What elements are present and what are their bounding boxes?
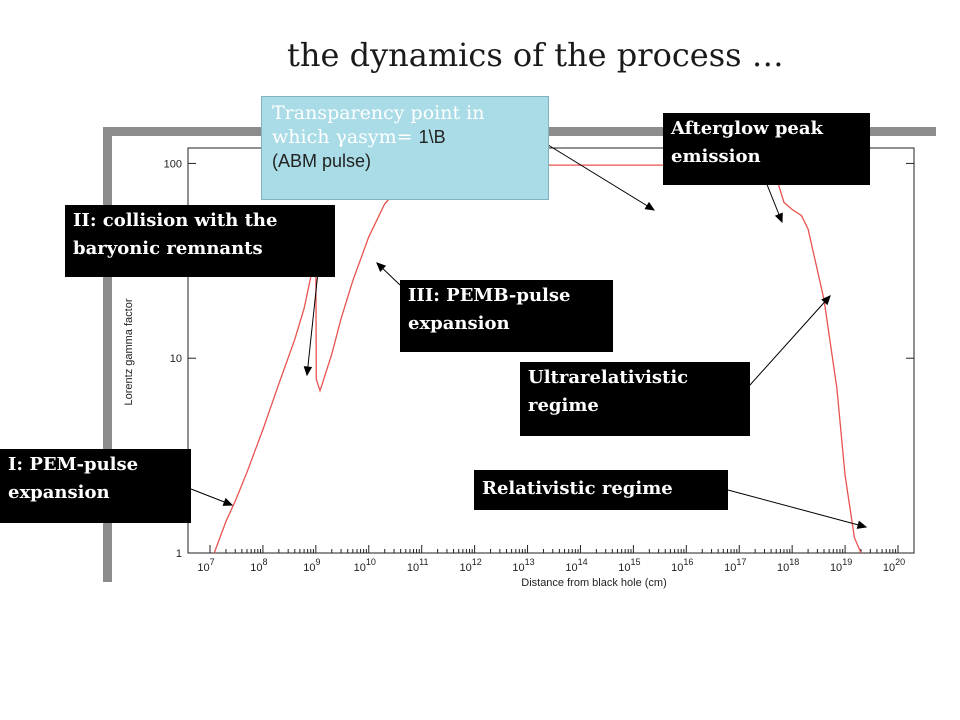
x-tick-label: 1017 (724, 557, 746, 574)
pemb-line1: III: PEMB-pulse (408, 285, 571, 306)
pem-line1: I: PEM-pulse (8, 454, 139, 475)
relativistic-line1: Relativistic regime (482, 478, 673, 499)
arrow-collision-head (303, 366, 313, 377)
ultrarel-line2: regime (528, 395, 599, 416)
afterglow-line2: emission (671, 146, 761, 167)
x-tick-label: 1016 (671, 557, 693, 574)
y-axis-label: Lorentz gamma factor (123, 298, 135, 405)
x-tick-label: 1019 (830, 557, 852, 574)
arrow-transparency-head (644, 201, 656, 211)
arrow-collision (306, 271, 319, 376)
x-tick-label: 1020 (883, 557, 905, 574)
collision-line2: baryonic remnants (73, 238, 263, 259)
x-tick-label: 1014 (565, 557, 587, 574)
annotation-pemb: III: PEMB-pulse expansion (400, 280, 613, 352)
y-tick-label: 100 (164, 158, 182, 170)
arrow-relativistic-head (856, 520, 868, 529)
annotation-pem: I: PEM-pulse expansion (0, 449, 191, 523)
x-ticks: 107 108 109 1010 1011 1012 1013 1014 1015 1016 101… (197, 545, 905, 574)
x-tick-label: 1015 (618, 557, 640, 574)
x-tick-label: 109 (303, 557, 320, 574)
pem-line2: expansion (8, 482, 110, 503)
transparency-line3: (ABM pulse) (272, 151, 372, 171)
transparency-line2b: 1\B (418, 127, 446, 147)
annotation-ultrarelativistic: Ultrarelativistic regime (520, 362, 750, 436)
decorative-bar-left (103, 127, 112, 582)
annotation-arrows (190, 139, 868, 529)
y-tick-label: 1 (176, 548, 182, 560)
arrow-ultrarel-head (821, 295, 831, 306)
arrow-afterglow-head (774, 212, 783, 224)
arrow-pemb-head (376, 262, 387, 272)
annotation-afterglow: Afterglow peak emission (663, 113, 870, 185)
x-tick-label: 1012 (459, 557, 481, 574)
arrow-transparency (539, 139, 655, 211)
x-tick-label: 1018 (777, 557, 799, 574)
pemb-line2: expansion (408, 313, 510, 334)
annotation-relativistic: Relativistic regime (474, 470, 728, 510)
ultrarel-line1: Ultrarelativistic (528, 367, 689, 388)
annotation-transparency-point: Transparency point in which γasym= 1\B (… (261, 96, 549, 200)
slide-title: the dynamics of the process … (287, 36, 784, 74)
annotation-collision: II: collision with the baryonic remnants (65, 205, 335, 277)
y-ticks: 1 10 100 (164, 158, 914, 560)
x-tick-label: 108 (250, 557, 267, 574)
collision-line1: II: collision with the (73, 210, 278, 231)
y-tick-label: 10 (170, 353, 182, 365)
x-tick-label: 107 (197, 557, 214, 574)
x-axis-label: Distance from black hole (cm) (521, 577, 667, 589)
x-tick-label: 1011 (407, 557, 429, 574)
arrow-relativistic (727, 489, 867, 528)
x-tick-label: 1013 (512, 557, 534, 574)
arrow-pem-head (222, 497, 234, 506)
arrow-ultrarel (749, 295, 831, 386)
afterglow-line1: Afterglow peak (671, 118, 824, 139)
transparency-line2a: which γasym= (272, 126, 419, 148)
x-tick-label: 1010 (354, 557, 376, 574)
transparency-line1: Transparency point in (272, 102, 485, 124)
